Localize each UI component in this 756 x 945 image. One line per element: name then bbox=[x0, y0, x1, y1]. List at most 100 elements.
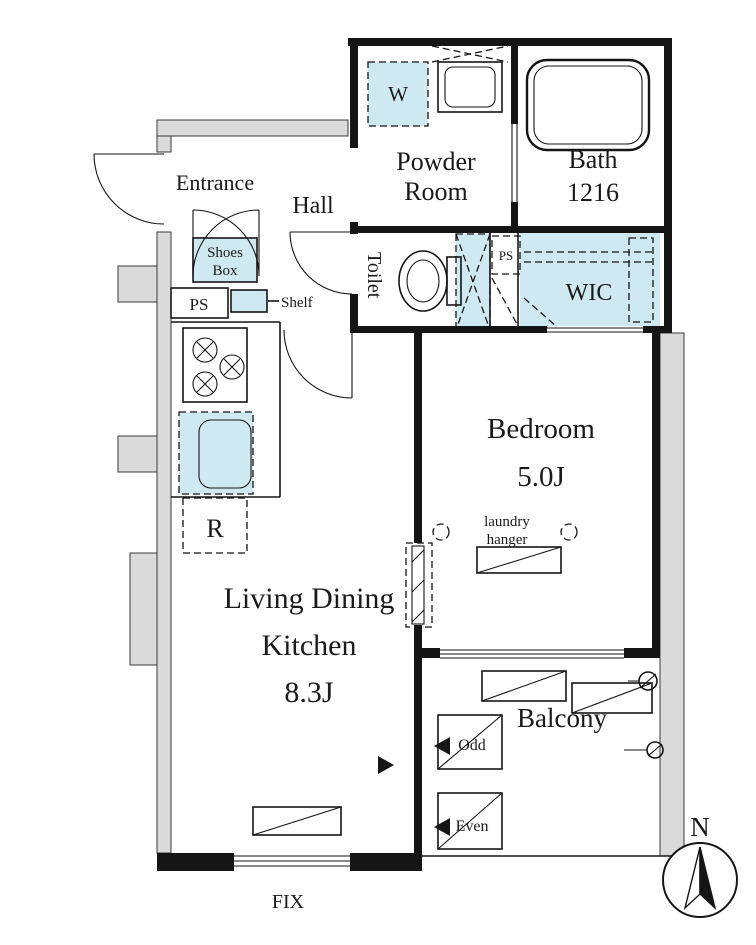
shoes-box-label-1: Shoes bbox=[207, 245, 243, 261]
fixtures bbox=[182, 58, 651, 489]
washer-area bbox=[368, 62, 428, 126]
burner-2-cross bbox=[196, 375, 214, 393]
toilet-cabinet-cross bbox=[455, 233, 491, 331]
burner-2 bbox=[192, 371, 218, 397]
sliding-door bbox=[411, 545, 425, 625]
labels: Entrance Hall Powder Room Bath 1216 W To… bbox=[176, 82, 619, 913]
ps-right-label: PS bbox=[499, 248, 513, 263]
shelf-area bbox=[231, 290, 267, 312]
fridge-label: R bbox=[206, 514, 224, 543]
bedroom-window bbox=[440, 649, 624, 659]
wic-label: WIC bbox=[566, 280, 613, 306]
toilet-label: Toilet bbox=[363, 252, 385, 299]
ps-right-box bbox=[491, 235, 521, 275]
ps-left-box bbox=[170, 287, 229, 319]
shoes-box-door-swings bbox=[192, 209, 260, 277]
washer-label: W bbox=[388, 82, 408, 106]
laundry-board bbox=[476, 546, 562, 574]
wall-ldk-bedroom-lower bbox=[414, 625, 422, 648]
bath-door bbox=[511, 124, 518, 202]
wall-bedroom-right bbox=[652, 333, 660, 648]
wall-bedroom-balcony-left bbox=[414, 648, 440, 658]
bath-size-label: 1216 bbox=[567, 178, 619, 207]
toilet-door-swing bbox=[289, 231, 353, 295]
door-swings bbox=[93, 153, 353, 399]
powder-room-label-1: Powder bbox=[396, 147, 476, 176]
balcony-board-1 bbox=[481, 670, 567, 702]
ldk-board bbox=[252, 806, 342, 836]
north-label: N bbox=[690, 812, 710, 842]
ldk-door-swing bbox=[283, 329, 353, 399]
wall-ldk-balcony bbox=[414, 658, 422, 853]
exterior-gray-walls bbox=[117, 119, 685, 857]
powder-room-label-2: Room bbox=[404, 177, 468, 206]
toilet-bowl-inner bbox=[406, 259, 440, 303]
sink-bowl bbox=[198, 419, 252, 489]
wic-shelf-outline bbox=[628, 237, 654, 323]
left-wall-block bbox=[129, 552, 158, 666]
balcony-board-2 bbox=[571, 682, 653, 714]
left-wall-main bbox=[156, 231, 172, 854]
left-wall-upper bbox=[156, 135, 172, 153]
burner-3 bbox=[219, 354, 245, 380]
wic-hanger-pipe bbox=[524, 251, 656, 263]
left-wall-jog-2 bbox=[117, 435, 158, 473]
balcony-label: Balcony bbox=[517, 703, 607, 733]
right-arrow-marker bbox=[378, 756, 394, 774]
bedroom-label: Bedroom bbox=[487, 413, 595, 445]
wall-top bbox=[348, 38, 672, 46]
sliding-door-hatch bbox=[411, 549, 425, 623]
even-arrow-marker bbox=[434, 818, 450, 836]
odd-arrow-marker bbox=[434, 737, 450, 755]
compass-needle-right bbox=[699, 846, 717, 911]
stove bbox=[182, 327, 248, 403]
fix-window bbox=[234, 855, 350, 867]
dashed-symbols bbox=[178, 45, 656, 628]
fix-label: FIX bbox=[272, 891, 305, 913]
toilet-cabinet-outline bbox=[455, 233, 491, 331]
wall-bedroom-balcony-right bbox=[624, 648, 660, 658]
washbasin-bowl bbox=[444, 66, 496, 108]
laundry-label-2: hanger bbox=[487, 532, 528, 548]
kitchen-sink-area bbox=[179, 412, 253, 494]
hall-label: Hall bbox=[292, 193, 334, 219]
burner-3-cross bbox=[223, 358, 241, 376]
wall-toilet-left-stub bbox=[350, 222, 358, 234]
wall-wic-bottom-left bbox=[492, 326, 547, 333]
sliding-door-outline bbox=[405, 542, 433, 628]
ldk-label-1: Living Dining bbox=[224, 582, 395, 615]
wic-door bbox=[547, 327, 643, 333]
wall-right bbox=[664, 38, 672, 333]
burner-1-cross bbox=[196, 341, 214, 359]
wall-bath-divider-upper bbox=[511, 46, 518, 124]
ldk-label-2: Kitchen bbox=[262, 629, 357, 662]
bath-label: Bath bbox=[568, 145, 617, 174]
odd-label: Odd bbox=[458, 737, 486, 754]
ps-right-diagonal bbox=[491, 277, 519, 327]
top-wall-gray bbox=[156, 119, 349, 137]
ps-left-label: PS bbox=[190, 295, 209, 314]
shoes-box-label-2: Box bbox=[212, 263, 238, 279]
shoes-box-area bbox=[193, 238, 257, 282]
wall-bottom-right bbox=[350, 853, 422, 871]
wic-diagonal bbox=[523, 297, 557, 327]
fridge-space bbox=[182, 497, 248, 554]
entrance-door-swing bbox=[93, 153, 165, 225]
laundry-label-1: laundry bbox=[484, 514, 530, 530]
washer-outline bbox=[367, 61, 429, 127]
burner-1 bbox=[192, 337, 218, 363]
shelf-label: Shelf bbox=[281, 295, 313, 311]
board-symbols bbox=[252, 546, 653, 850]
wall-powder-bottom bbox=[352, 226, 672, 233]
washbasin-counter bbox=[437, 61, 503, 113]
laundry-hook-left bbox=[432, 523, 450, 541]
bathtub-inner bbox=[533, 65, 643, 145]
kitchen-counter-edge bbox=[171, 321, 281, 498]
wall-powder-left bbox=[350, 38, 358, 148]
laundry-hook-right bbox=[560, 523, 578, 541]
bathtub bbox=[525, 58, 651, 152]
odd-step-box bbox=[437, 714, 503, 770]
even-label: Even bbox=[456, 818, 489, 835]
wall-toilet-bottom bbox=[352, 326, 492, 333]
